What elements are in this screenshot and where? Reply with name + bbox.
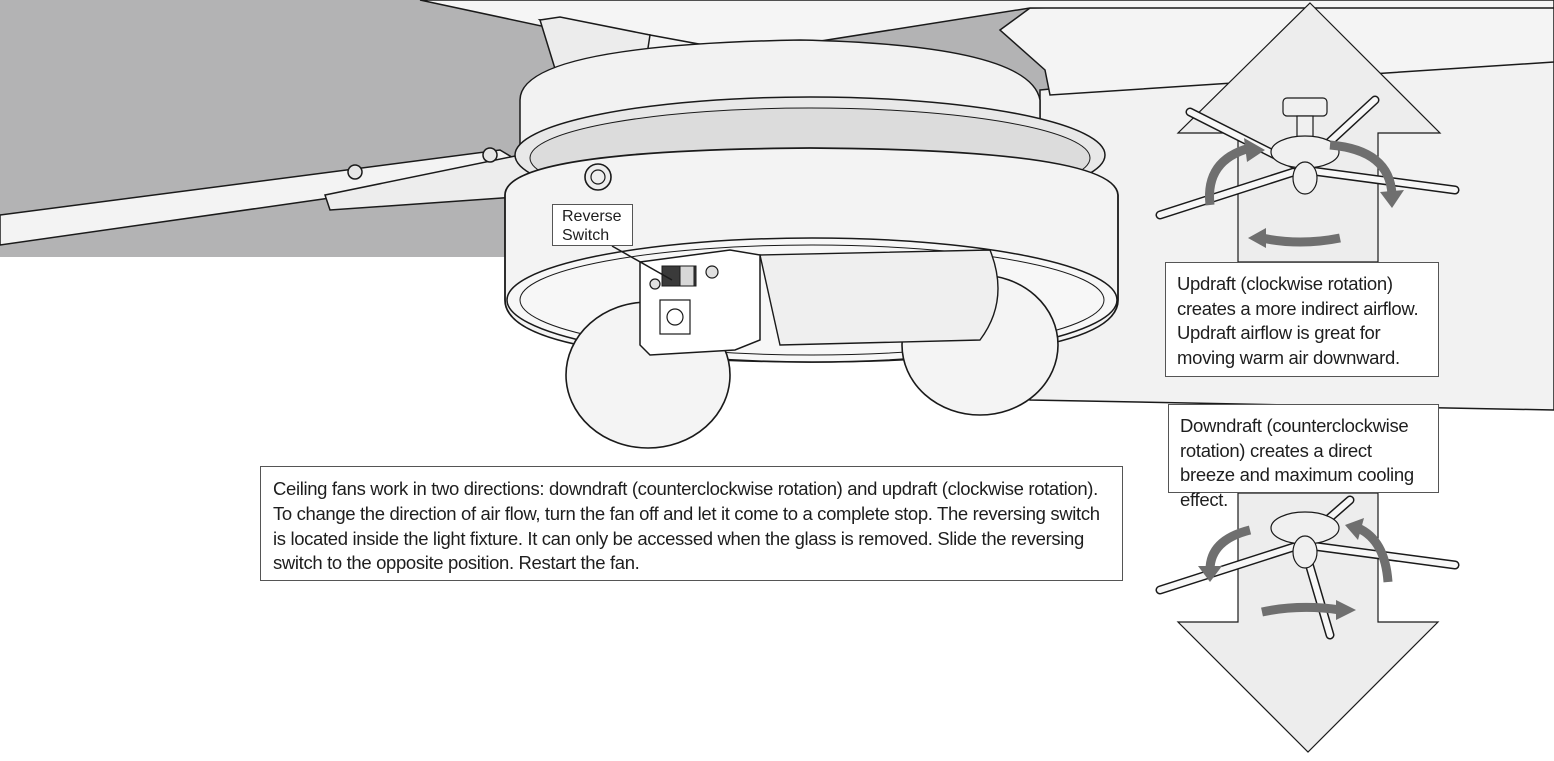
updraft-description: Updraft (clockwise rotation) creates a m… <box>1165 262 1439 377</box>
rotation-arrow-ccw <box>1355 523 1393 583</box>
rotation-arrowhead <box>1336 600 1356 620</box>
rotation-arrowhead <box>1198 566 1222 582</box>
rotation-arrow-cw <box>1329 140 1397 196</box>
mini-fan-updraft <box>1155 95 1460 220</box>
screw <box>649 278 661 290</box>
switch-housing <box>639 249 761 356</box>
rotation-arrow-ccw <box>1205 525 1252 571</box>
rotation-arrow-ccw <box>1261 602 1341 617</box>
rotation-arrowhead <box>1248 228 1266 248</box>
screw <box>482 147 498 163</box>
reverse-switch-slider <box>679 265 695 287</box>
reverse-switch-label-line2: Switch <box>562 227 610 244</box>
rotation-arrowhead <box>1380 190 1404 208</box>
light-kit-screw <box>584 163 612 191</box>
instructions-text: Ceiling fans work in two directions: dow… <box>260 466 1123 581</box>
callout-pointer <box>611 245 673 281</box>
reverse-switch-label-line1: Reverse <box>562 208 622 225</box>
light-kit-screw-inner <box>590 169 606 185</box>
fixture-opening-inner <box>519 244 1105 356</box>
screw <box>347 164 363 180</box>
rotation-arrow-cw <box>1205 143 1252 206</box>
receiver-plug <box>659 299 691 335</box>
screw <box>705 265 719 279</box>
bulb-socket <box>759 249 999 346</box>
downdraft-description: Downdraft (counterclockwise rotation) cr… <box>1168 404 1439 510</box>
receiver-socket <box>666 308 684 326</box>
rotation-arrow-cw <box>1261 233 1341 247</box>
rotation-arrowhead <box>1345 518 1364 540</box>
reverse-switch-label: Reverse Switch <box>552 204 633 246</box>
rotation-arrowhead <box>1244 138 1265 162</box>
